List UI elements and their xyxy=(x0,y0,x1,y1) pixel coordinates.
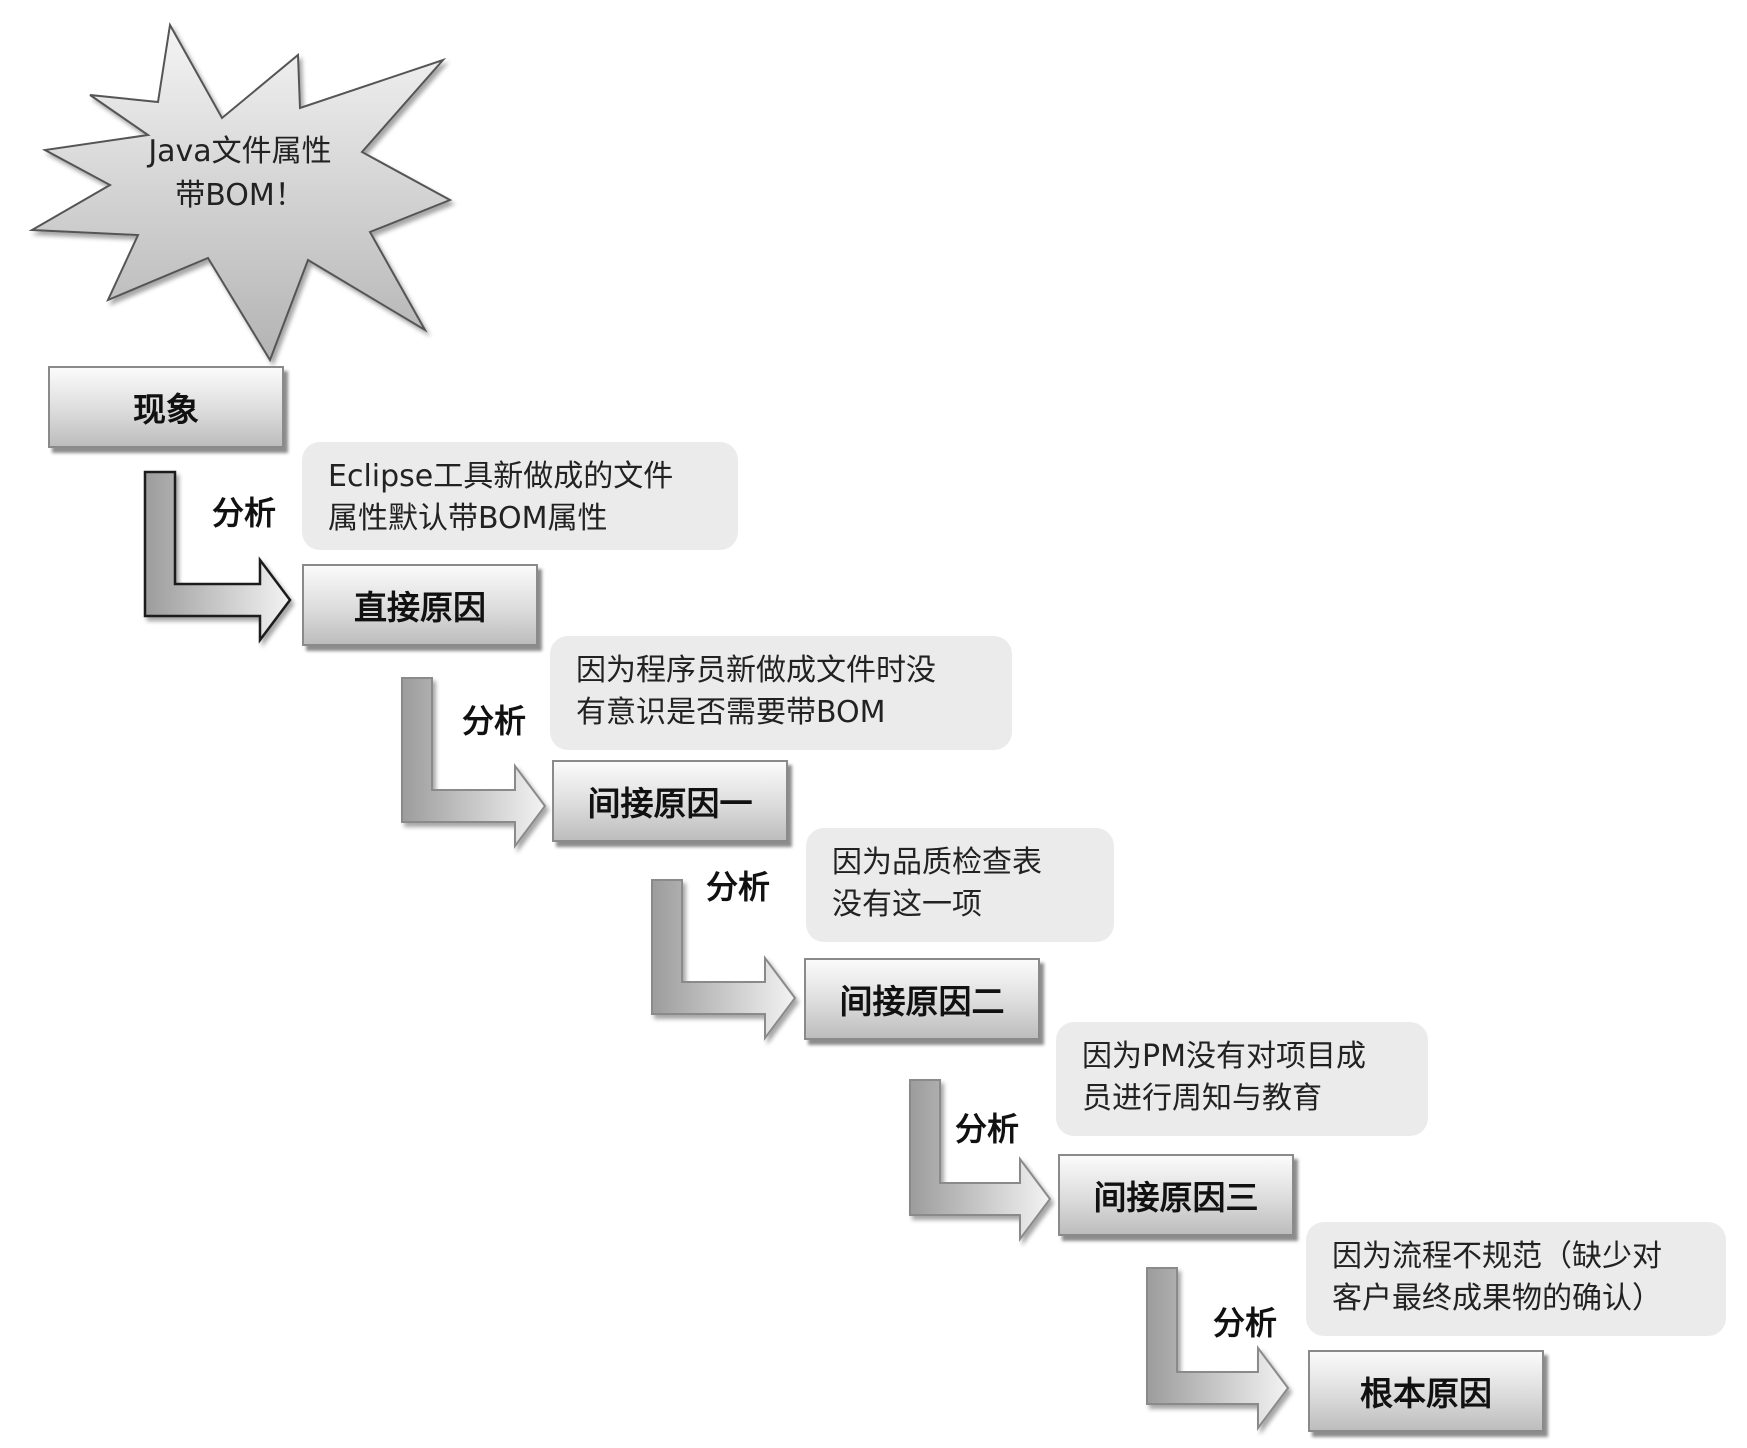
elbow-arrow-3 xyxy=(651,879,797,1041)
explanation-note-4: 因为PM没有对项目成 员进行周知与教育 xyxy=(1056,1022,1428,1136)
stage-label: 间接原因一 xyxy=(587,784,753,823)
stage-box-indirect-cause-3: 间接原因三 xyxy=(1058,1154,1294,1236)
explanation-note-3: 因为品质检查表 没有这一项 xyxy=(806,828,1114,942)
phenomenon-callout-line1: Java文件属性 xyxy=(148,134,332,169)
analysis-label-2: 分析 xyxy=(462,702,527,740)
elbow-arrow-1 xyxy=(143,470,292,644)
stage-label: 间接原因三 xyxy=(1093,1178,1259,1217)
stage-label: 根本原因 xyxy=(1360,1374,1492,1413)
explanation-note-5: 因为流程不规范（缺少对 客户最终成果物的确认） xyxy=(1306,1222,1726,1336)
explanation-line: 因为品质检查表 xyxy=(832,845,1042,880)
explosion-burst-icon xyxy=(28,21,453,363)
elbow-arrow-2 xyxy=(401,677,547,849)
stage-box-direct-cause: 直接原因 xyxy=(302,564,538,646)
phenomenon-callout: Java文件属性 带BOM！ xyxy=(110,130,370,218)
analysis-label-5: 分析 xyxy=(1213,1304,1278,1342)
explanation-line: 有意识是否需要带BOM xyxy=(576,695,886,730)
explanation-line: 没有这一项 xyxy=(832,887,982,922)
analysis-label-3: 分析 xyxy=(706,868,771,906)
stage-box-indirect-cause-2: 间接原因二 xyxy=(804,958,1040,1040)
explanation-line: 因为PM没有对项目成 xyxy=(1082,1039,1366,1074)
elbow-arrow-5 xyxy=(1146,1267,1290,1431)
stage-label: 现象 xyxy=(133,390,199,429)
explanation-line: 因为流程不规范（缺少对 xyxy=(1332,1239,1662,1274)
explanation-line: Eclipse工具新做成的文件 xyxy=(328,459,674,494)
stage-label: 间接原因二 xyxy=(839,982,1005,1021)
explanation-line: 因为程序员新做成文件时没 xyxy=(576,653,936,688)
stage-label: 直接原因 xyxy=(354,588,486,627)
analysis-label-4: 分析 xyxy=(955,1110,1020,1148)
stage-box-root-cause: 根本原因 xyxy=(1308,1350,1544,1432)
analysis-label-1: 分析 xyxy=(212,494,277,532)
phenomenon-callout-line2: 带BOM！ xyxy=(175,178,305,213)
stage-box-indirect-cause-1: 间接原因一 xyxy=(552,760,788,842)
explanation-line: 员进行周知与教育 xyxy=(1082,1081,1322,1116)
explanation-line: 客户最终成果物的确认） xyxy=(1332,1281,1662,1316)
explanation-note-1: Eclipse工具新做成的文件 属性默认带BOM属性 xyxy=(302,442,738,550)
explanation-note-2: 因为程序员新做成文件时没 有意识是否需要带BOM xyxy=(550,636,1012,750)
explanation-line: 属性默认带BOM属性 xyxy=(328,501,608,536)
elbow-arrow-4 xyxy=(909,1079,1052,1242)
stage-box-phenomenon: 现象 xyxy=(48,366,284,448)
